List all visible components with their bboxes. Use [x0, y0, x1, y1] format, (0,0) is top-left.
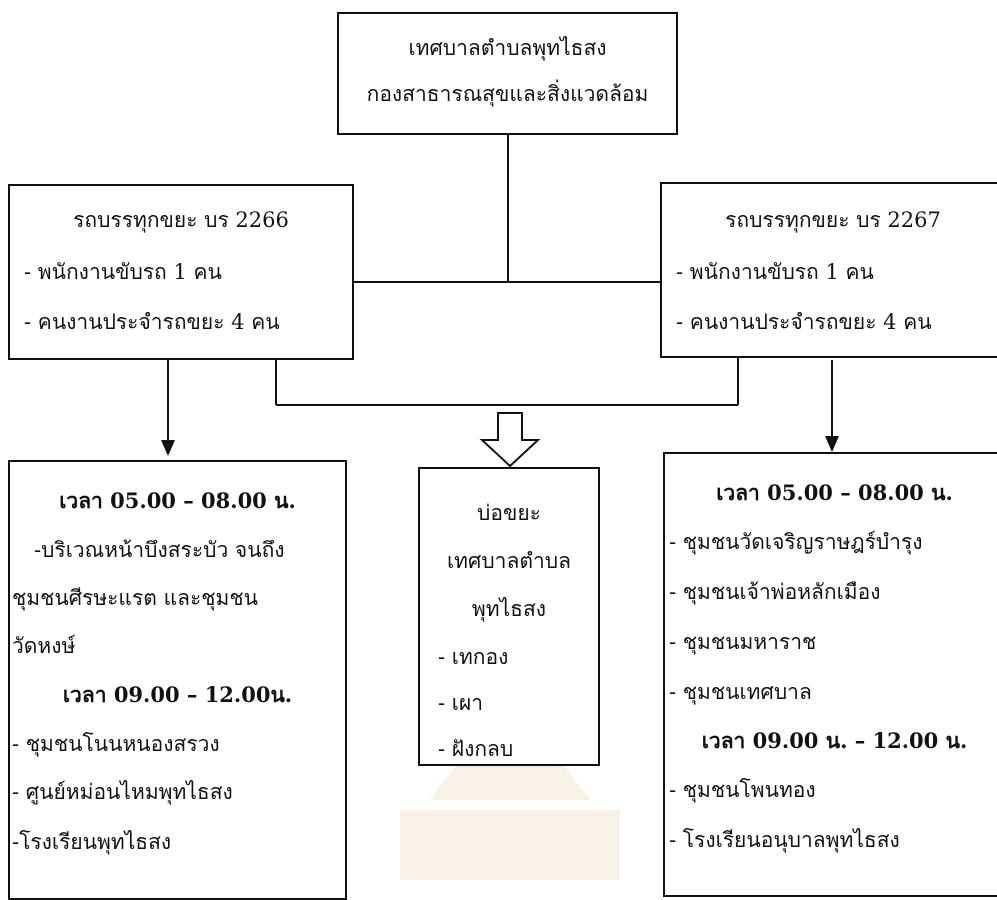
truck-left-crew: - คนงานประจำรถขยะ 4 คน	[24, 310, 280, 334]
dump-site-name: พุทไธสง	[471, 597, 547, 621]
route-right-time1: เวลา 05.00 – 08.00 น.	[716, 480, 953, 505]
dump-method: - เผา	[438, 691, 484, 715]
top-box-line2: กองสาธารณสุขและสิ่งแวดล้อม	[366, 82, 649, 106]
route-left-time2: เวลา 09.00 – 12.00น.	[62, 682, 293, 707]
route-right-item: - ชุมชนเทศบาล	[669, 680, 812, 704]
arrow-right-down	[825, 436, 839, 452]
hollow-arrow-to-dump	[479, 412, 541, 468]
truck-right-box: รถบรรทุกขยะ บร 2267 - พนักงานขับรถ 1 คน …	[660, 182, 997, 358]
dump-method: - ฝังกลบ	[438, 737, 514, 761]
route-right-box: เวลา 05.00 – 08.00 น. - ชุมชนวัดเจริญราษ…	[663, 452, 997, 897]
route-right-time2: เวลา 09.00 น. – 12.00 น.	[701, 728, 968, 753]
truck-right-driver: - พนักงานขับรถ 1 คน	[676, 260, 874, 284]
arrow-left-down	[161, 440, 175, 456]
route-left-item: -โรงเรียนพุทไธสง	[12, 830, 172, 854]
truck-right-title: รถบรรทุกขยะ บร 2267	[725, 208, 941, 232]
top-box-line1: เทศบาลตำบลพุทไธสง	[408, 36, 607, 60]
route-left-box: เวลา 05.00 – 08.00 น. -บริเวณหน้าบึงสระบ…	[8, 460, 347, 900]
truck-left-title: รถบรรทุกขยะ บร 2266	[73, 208, 289, 232]
truck-right-crew: - คนงานประจำรถขยะ 4 คน	[676, 310, 932, 334]
truck-left-driver: - พนักงานขับรถ 1 คน	[24, 260, 222, 284]
dump-method: - เทกอง	[438, 645, 509, 669]
route-right-item: - ชุมชนโพนทอง	[669, 778, 816, 802]
route-right-item: - ชุมชนวัดเจริญราษฎร์บำรุง	[669, 530, 923, 554]
route-left-time1: เวลา 05.00 – 08.00 น.	[59, 488, 296, 513]
route-left-item: -บริเวณหน้าบึงสระบัว จนถึง	[34, 538, 285, 562]
dump-site-title: บ่อขยะ	[477, 501, 541, 525]
route-right-item: - ชุมชนเจ้าพ่อหลักเมือง	[669, 580, 881, 604]
route-left-item: วัดหงษ์	[12, 634, 76, 658]
route-left-item: - ชุมชนโนนหนองสรวง	[12, 732, 220, 756]
route-right-item: - โรงเรียนอนุบาลพุทไธสง	[669, 828, 900, 852]
route-left-item: ชุมชนศีรษะแรต และชุมชน	[12, 586, 258, 610]
municipality-box: เทศบาลตำบลพุทไธสง กองสาธารณสุขและสิ่งแวด…	[337, 12, 678, 135]
route-right-item: - ชุมชนมหาราช	[669, 630, 817, 654]
truck-left-box: รถบรรทุกขยะ บร 2266 - พนักงานขับรถ 1 คน …	[8, 184, 354, 360]
dump-site-box: บ่อขยะ เทศบาลตำบล พุทไธสง - เทกอง - เผา …	[418, 467, 600, 766]
dump-site-name: เทศบาลตำบล	[447, 549, 571, 573]
route-left-item: - ศูนย์หม่อนไหมพุทไธสง	[12, 780, 233, 804]
